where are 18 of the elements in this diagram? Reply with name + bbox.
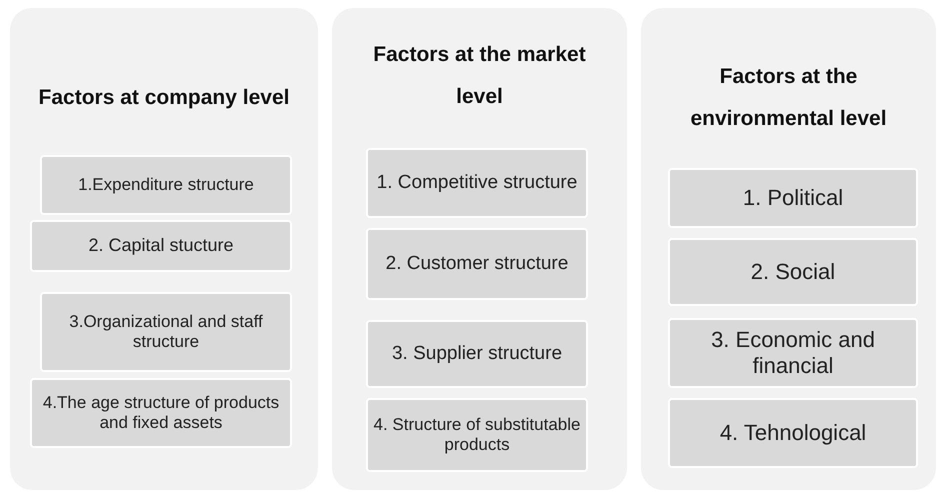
factor-box: 1.Expenditure structure bbox=[40, 155, 292, 215]
panel-heading: Factors at the environmental level bbox=[689, 64, 888, 132]
factor-panel bbox=[332, 8, 627, 490]
panel-heading: Factors at company level bbox=[38, 85, 290, 111]
factor-box: 1. Political bbox=[668, 168, 918, 228]
factor-panel bbox=[641, 8, 936, 490]
factor-box: 4. Structure of substitutable products bbox=[366, 398, 588, 472]
factor-box: 1. Competitive structure bbox=[366, 148, 588, 218]
factor-box: 4.The age structure of products and fixed assets bbox=[30, 378, 292, 448]
factor-box: 2. Capital stucture bbox=[30, 220, 292, 272]
factor-box: 2. Social bbox=[668, 238, 918, 306]
factor-box: 3. Economic and financial bbox=[668, 318, 918, 388]
factor-box: 3.Organizational and staff structure bbox=[40, 292, 292, 372]
factor-panel bbox=[10, 8, 318, 490]
factor-box: 4. Tehnological bbox=[668, 398, 918, 468]
factor-box: 3. Supplier structure bbox=[366, 320, 588, 388]
factor-box: 2. Customer structure bbox=[366, 228, 588, 300]
panel-heading: Factors at the market level bbox=[372, 42, 587, 110]
